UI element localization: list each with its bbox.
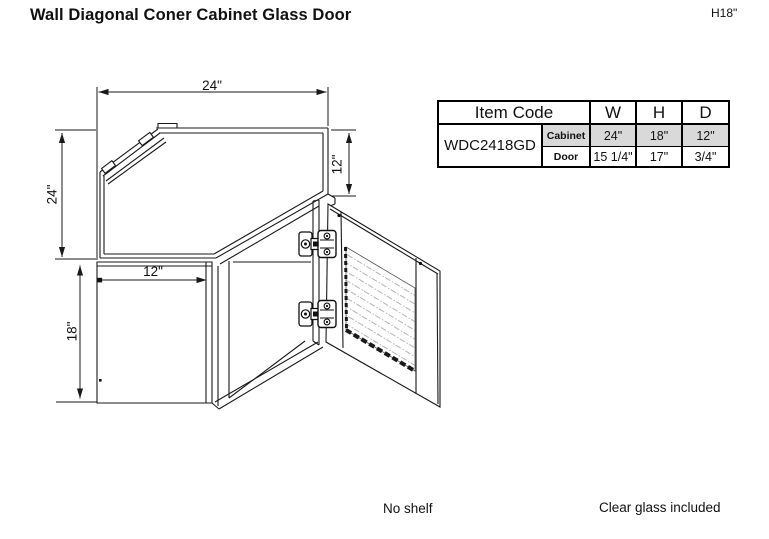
door-bumper-dot xyxy=(418,261,423,266)
col-header-w: W xyxy=(589,100,637,125)
row-label-door: Door xyxy=(541,146,591,168)
dim-label-front-width: 12" xyxy=(143,264,163,279)
glass-gasket-bottom xyxy=(346,330,415,371)
row-label-cabinet: Cabinet xyxy=(541,123,591,147)
dimension-lines xyxy=(55,87,356,402)
table-row-cabinet: WDC2418GD Cabinet 24" 18" 12" xyxy=(437,123,730,168)
door-width: 15 1/4" xyxy=(589,146,637,168)
front-face xyxy=(97,262,219,409)
cabinet-depth: 12" xyxy=(681,123,730,147)
door-height: 17" xyxy=(635,146,683,168)
col-header-d: D xyxy=(681,100,730,125)
glass-door xyxy=(326,204,440,407)
spec-table: Item Code W H D WDC2418GD Cabinet 24" 18… xyxy=(437,100,730,168)
col-header-h: H xyxy=(635,100,683,125)
footnote-glass: Clear glass included xyxy=(599,500,721,515)
pin-hole-dot xyxy=(99,379,102,382)
hinge-bottom xyxy=(299,301,336,328)
page-title: Wall Diagonal Coner Cabinet Glass Door xyxy=(30,6,352,24)
door-depth: 3/4" xyxy=(681,146,730,168)
cabinet-height: 18" xyxy=(635,123,683,147)
dim-label-left-height: 24" xyxy=(44,184,60,204)
footnote-shelf: No shelf xyxy=(383,501,433,516)
top-panel xyxy=(100,124,328,259)
table-row-door: Door 15 1/4" 17" 3/4" xyxy=(438,146,730,168)
door-opening xyxy=(215,194,335,409)
dim-label-front-height: 18" xyxy=(64,321,80,341)
door-bumper-dot xyxy=(337,213,341,218)
hinge-top xyxy=(299,231,336,258)
cabinet-width: 24" xyxy=(589,123,637,147)
col-header-item-code: Item Code xyxy=(437,100,591,125)
hanging-rail-tab xyxy=(158,124,177,129)
item-code-value: WDC2418GD xyxy=(437,123,543,168)
rail-notch xyxy=(139,132,154,145)
dim-label-top-width: 24" xyxy=(202,78,222,93)
dim-label-right-depth: 12" xyxy=(329,154,345,174)
height-note: H18" xyxy=(711,6,738,20)
table-header-row: Item Code W H D xyxy=(437,100,730,125)
rail-notch xyxy=(102,161,116,174)
